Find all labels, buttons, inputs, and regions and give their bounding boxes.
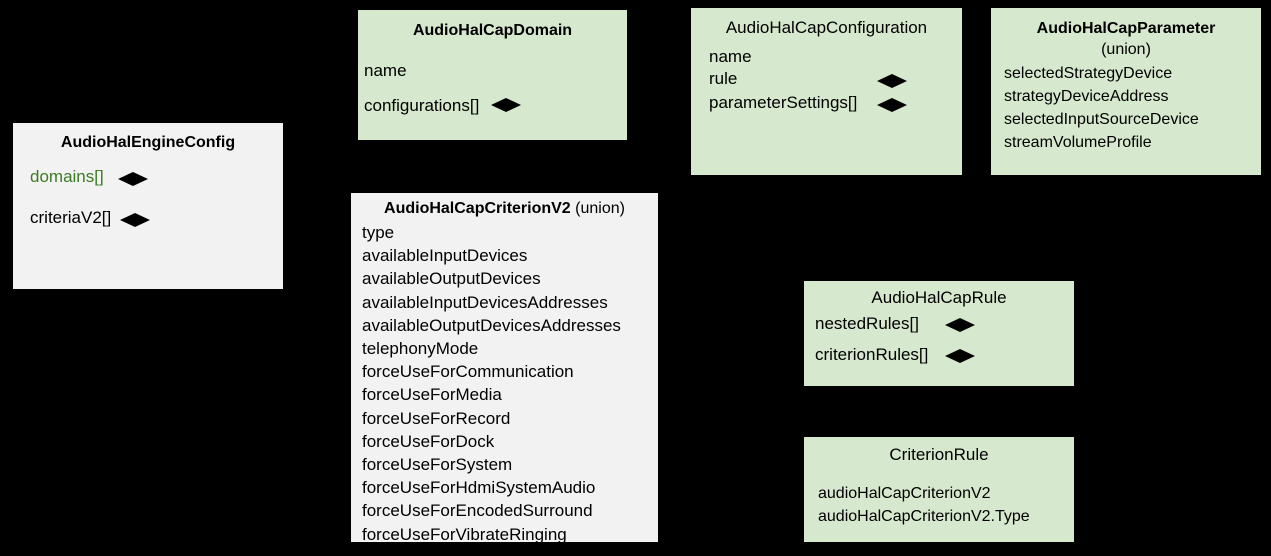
- attribute-configurations[interactable]: configurations[]: [364, 96, 480, 115]
- class-box-audiohalcapdomain[interactable]: AudioHalCapDomain name configurations[]: [358, 10, 627, 140]
- class-box-criterionrule[interactable]: CriterionRule audioHalCapCriterionV2 aud…: [804, 437, 1074, 542]
- attribute-name[interactable]: name: [709, 47, 752, 66]
- class-box-audiohalengineconfig[interactable]: AudioHalEngineConfig domains[] criteriaV…: [13, 123, 283, 289]
- attribute-forceuseforsystem[interactable]: forceUseForSystem: [362, 455, 513, 475]
- class-box-audiohalcapcriterionv2[interactable]: AudioHalCapCriterionV2 (union) type avai…: [351, 193, 658, 542]
- attribute-availableoutputdevices[interactable]: availableOutputDevices: [362, 269, 541, 289]
- class-box-audiohalcapconfiguration[interactable]: AudioHalCapConfiguration name rule param…: [691, 8, 962, 175]
- class-subtitle-union: (union): [575, 200, 625, 217]
- attribute-criterionrules[interactable]: criterionRules[]: [815, 345, 929, 364]
- attribute-forceuseforencodedsurround[interactable]: forceUseForEncodedSurround: [362, 501, 593, 521]
- attribute-type[interactable]: type: [362, 223, 395, 242]
- attribute-selectedstrategydevice[interactable]: selectedStrategyDevice: [1004, 65, 1173, 82]
- class-title-audiohalcapconfiguration: AudioHalCapConfiguration: [725, 18, 928, 37]
- class-title-audiohalcapcriterionv2: AudioHalCapCriterionV2 (union): [351, 200, 658, 218]
- attribute-nestedrules[interactable]: nestedRules[]: [815, 314, 919, 333]
- attribute-strategydeviceaddress[interactable]: strategyDeviceAddress: [1004, 88, 1169, 105]
- attribute-audiohalcapcriterionv2[interactable]: audioHalCapCriterionV2: [818, 485, 991, 502]
- attribute-forceuseforrecord[interactable]: forceUseForRecord: [362, 408, 511, 428]
- attribute-domains[interactable]: domains[]: [30, 167, 104, 186]
- class-title-text: AudioHalCapCriterionV2: [384, 200, 571, 217]
- class-title-audiohalcapdomain: AudioHalCapDomain: [412, 22, 573, 39]
- class-box-audiohalcaprule[interactable]: AudioHalCapRule nestedRules[] criterionR…: [804, 281, 1074, 386]
- class-title-audiohalengineconfig: AudioHalEngineConfig: [60, 134, 236, 151]
- attribute-telephonymode[interactable]: telephonyMode: [362, 339, 479, 359]
- attribute-name[interactable]: name: [364, 61, 407, 80]
- attribute-forceuseforvibrateringing[interactable]: forceUseForVibrateRinging: [362, 524, 567, 542]
- class-title-audiohalcaprule: AudioHalCapRule: [871, 288, 1007, 307]
- attribute-parametersettings[interactable]: parameterSettings[]: [709, 93, 858, 112]
- attribute-forceuseformedia[interactable]: forceUseForMedia: [362, 385, 502, 405]
- attribute-availableinputdevicesaddresses[interactable]: availableInputDevicesAddresses: [362, 292, 608, 312]
- attribute-forceuseforhdmisystemaudio[interactable]: forceUseForHdmiSystemAudio: [362, 478, 596, 498]
- attribute-forceuseforcommunication[interactable]: forceUseForCommunication: [362, 362, 574, 382]
- attribute-selectedinputsourcedevice[interactable]: selectedInputSourceDevice: [1004, 111, 1199, 128]
- class-subtitle-union: (union): [1101, 41, 1151, 58]
- attribute-availableinputdevices[interactable]: availableInputDevices: [362, 246, 528, 266]
- class-title-criterionrule: CriterionRule: [889, 445, 989, 464]
- class-title-audiohalcapparameter: AudioHalCapParameter: [1036, 20, 1216, 37]
- attribute-audiohalcapcriterionv2-type[interactable]: audioHalCapCriterionV2.Type: [818, 508, 1030, 525]
- attribute-forceusefordock[interactable]: forceUseForDock: [362, 431, 495, 451]
- attribute-criteriav2[interactable]: criteriaV2[]: [30, 208, 112, 227]
- attribute-list: type availableInputDevices availableOutp…: [362, 221, 658, 542]
- attribute-streamvolumeprofile[interactable]: streamVolumeProfile: [1004, 134, 1152, 151]
- attribute-rule[interactable]: rule: [709, 69, 738, 88]
- attribute-availableoutputdevicesaddresses[interactable]: availableOutputDevicesAddresses: [362, 315, 621, 335]
- class-box-audiohalcapparameter[interactable]: AudioHalCapParameter (union) selectedStr…: [991, 8, 1261, 175]
